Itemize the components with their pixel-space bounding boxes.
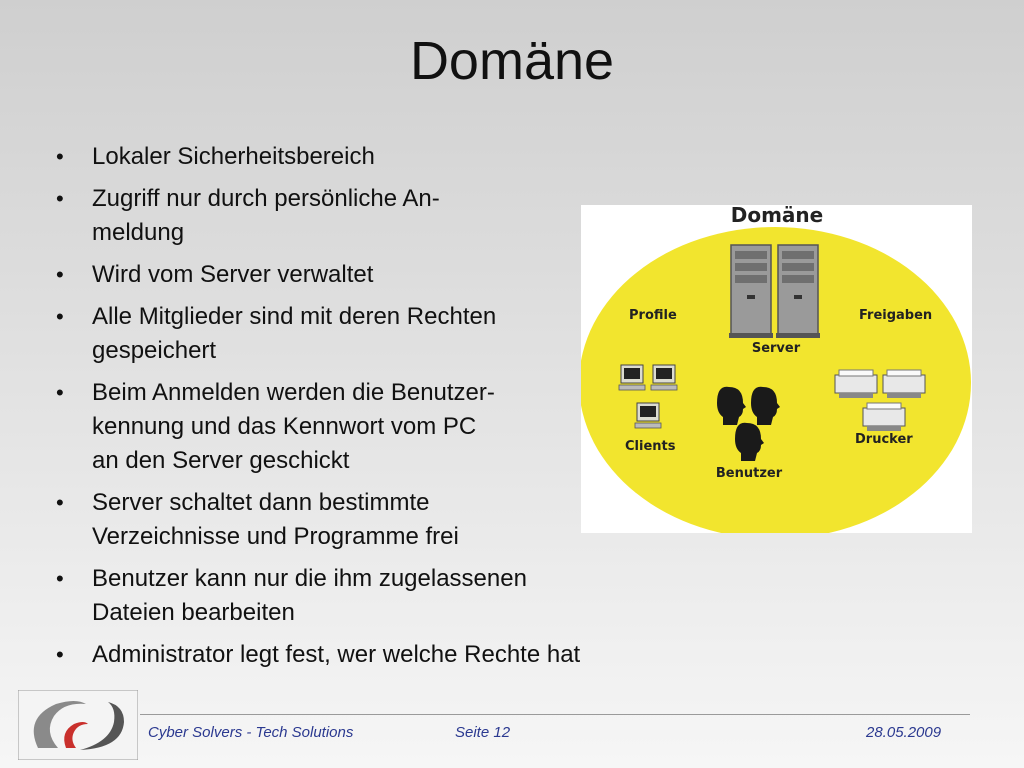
footer-page-number: Seite 12 — [455, 724, 511, 741]
bullet-text: Zugriff nur durch persönliche An- meldun… — [92, 185, 440, 246]
bullet-text: Lokaler Sicherheitsbereich — [92, 143, 375, 170]
bullet-item: • Administrator legt fest, wer welche Rec… — [50, 638, 690, 672]
domain-circle — [581, 227, 971, 533]
footer-company: Cyber Solvers - Tech Solutions — [148, 724, 354, 741]
footer-divider — [140, 714, 970, 715]
bullet-item: • Server schaltet dann bestimmte Verzeich… — [50, 486, 690, 554]
bullet-list: • Lokaler Sicherheitsbereich • Zugriff nur… — [50, 140, 690, 680]
bullet-text: Alle Mitglieder sind mit deren Rechten g… — [92, 303, 497, 364]
footer-date: 28.05.2009 — [866, 724, 942, 741]
printers-icon — [834, 369, 926, 431]
bullet-text: Administrator legt fest, wer welche Rech… — [92, 641, 581, 668]
bullet-icon: • — [56, 380, 64, 405]
bullet-icon: • — [56, 490, 64, 515]
profile-label: Profile — [629, 308, 677, 323]
server-icon — [729, 244, 820, 338]
domain-diagram: Domäne Server Profile Freigaben — [581, 205, 972, 533]
server-label: Server — [752, 341, 801, 356]
bullet-item: • Wird vom Server verwaltet — [50, 258, 690, 292]
drucker-label: Drucker — [855, 432, 913, 447]
diagram-title: Domäne — [731, 205, 823, 227]
freigaben-label: Freigaben — [859, 308, 932, 323]
bullet-icon: • — [56, 262, 64, 287]
bullet-icon: • — [56, 144, 64, 169]
bullet-icon: • — [56, 186, 64, 211]
company-logo — [17, 689, 139, 761]
benutzer-label: Benutzer — [716, 466, 783, 481]
bullet-icon: • — [56, 642, 64, 667]
clients-icon — [618, 364, 678, 429]
bullet-item: • Benutzer kann nur die ihm zugelassenen … — [50, 562, 690, 630]
bullet-text: Server schaltet dann bestimmte Verzeichn… — [92, 489, 459, 550]
bullet-text: Beim Anmelden werden die Benutzer- kennu… — [92, 379, 495, 474]
bullet-item: • Beim Anmelden werden die Benutzer- kenn… — [50, 376, 690, 478]
bullet-item: • Zugriff nur durch persönliche An- meldu… — [50, 182, 690, 250]
bullet-icon: • — [56, 566, 64, 591]
clients-label: Clients — [625, 439, 676, 454]
bullet-icon: • — [56, 304, 64, 329]
bullet-item: • Alle Mitglieder sind mit deren Rechten … — [50, 300, 690, 368]
bullet-item: • Lokaler Sicherheitsbereich — [50, 140, 690, 174]
domain-diagram-svg: Domäne Server Profile Freigaben — [581, 205, 971, 533]
bullet-text: Wird vom Server verwaltet — [92, 261, 374, 288]
bullet-text: Benutzer kann nur die ihm zugelassenen D… — [92, 565, 527, 626]
users-icon — [717, 386, 780, 461]
slide-title: Domäne — [409, 31, 615, 91]
logo-icon — [17, 689, 139, 761]
